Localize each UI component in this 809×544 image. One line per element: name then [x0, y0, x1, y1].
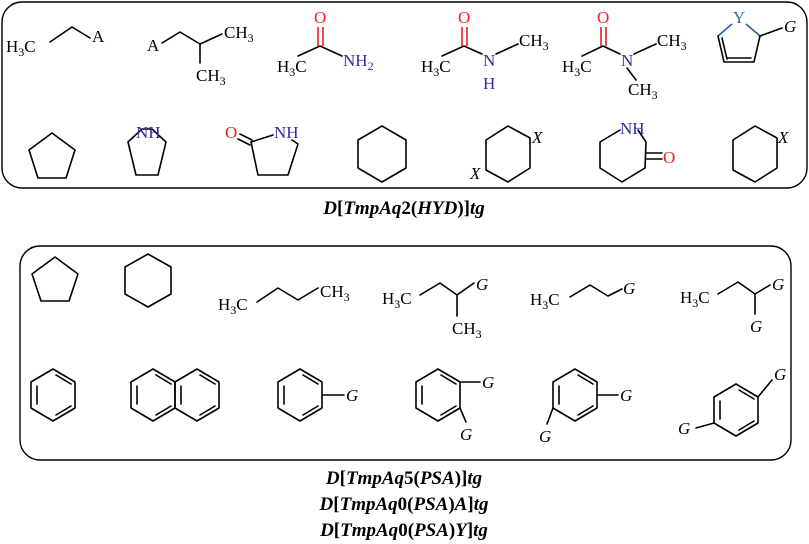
hydrogen-label: H [483, 74, 495, 93]
svg-text:CH3: CH3 [628, 80, 658, 102]
oxygen-label: O [458, 8, 470, 27]
nh-label: NH [620, 119, 645, 138]
naphthalene-ring [130, 368, 220, 422]
g-label: G [678, 419, 690, 438]
g-label: G [482, 373, 494, 392]
substituted-cyclohexane: X [732, 125, 789, 183]
g-label: G [784, 17, 796, 36]
sec-butyl-g-molecule: H3C G CH3 [382, 275, 488, 341]
cyclopentane-ring [31, 256, 79, 302]
acetamide-molecule: O H3C NH2 [277, 8, 374, 79]
svg-text:H3C: H3C [562, 57, 592, 79]
g-label: G [539, 427, 551, 446]
cyclopentane-ring [28, 132, 76, 179]
svg-text:NH2: NH2 [343, 51, 374, 73]
top-panel-frame [1, 1, 808, 189]
nitrogen-label: N [621, 51, 633, 70]
meta-disubstituted-benzene: G G [539, 368, 632, 446]
piperidinone-molecule: NH O [599, 119, 675, 183]
nitrogen-label: N [483, 51, 495, 70]
g-label: G [623, 279, 635, 298]
svg-text:CH3: CH3 [657, 31, 687, 53]
gem-dig-molecule: H3C G G [680, 275, 784, 336]
x-bottom-label: X [469, 164, 481, 183]
svg-text:CH3: CH3 [320, 282, 350, 304]
para-disubstituted-benzene: G G [678, 365, 786, 438]
cyclohexane-ring [357, 125, 407, 183]
svg-text:CH3: CH3 [224, 23, 254, 45]
a-label: A [92, 27, 105, 46]
n-methylacetamide-molecule: O H3C N H CH3 [421, 8, 549, 93]
isobutyl-a-molecule: A CH3 CH3 [147, 23, 254, 88]
g-label: G [476, 275, 488, 294]
nh-label: NH [136, 123, 161, 142]
pyrrolidinone-molecule: O NH [225, 123, 299, 176]
y-label: Y [733, 8, 745, 27]
monosubstituted-benzene: G [277, 368, 358, 422]
cyclohexane-ring [124, 253, 172, 308]
benzene-ring [30, 368, 76, 422]
g-label: G [750, 317, 762, 336]
svg-text:H3C: H3C [382, 289, 412, 311]
h3c-label: H [6, 37, 18, 56]
ortho-disubstituted-benzene: G G [415, 368, 494, 444]
oxygen-label: O [663, 148, 675, 167]
g-label: G [346, 386, 358, 405]
g-label: G [772, 275, 784, 294]
svg-text:H3C: H3C [218, 295, 248, 317]
g-label: G [620, 386, 632, 405]
top-panel-caption: D[TmpAq2(HYD)]tg [322, 198, 485, 219]
svg-text:H3C: H3C [421, 57, 451, 79]
bottom-caption-1: D[TmpAq5(PSA)]tg [325, 468, 482, 489]
svg-text:H3C: H3C [680, 288, 710, 310]
bottom-caption-2: D[TmpAq0(PSA)A]tg [319, 494, 489, 515]
propyl-g-molecule: H3C G [530, 279, 635, 312]
n-n-dimethylacetamide-molecule: O H3C N CH3 CH3 [562, 8, 687, 102]
butane-molecule: H3C CH3 [218, 282, 350, 317]
pyrrolidine-molecule: NH [127, 123, 167, 176]
a-label: A [147, 36, 160, 55]
svg-text:CH3: CH3 [452, 319, 482, 341]
propyl-a-molecule: H3C A [6, 26, 105, 59]
g-label: G [460, 425, 472, 444]
svg-text:H3C: H3C [6, 37, 36, 59]
x-label: X [777, 128, 789, 147]
g-label: G [774, 365, 786, 384]
svg-text:CH3: CH3 [519, 31, 549, 53]
bottom-panel-frame [19, 245, 792, 461]
svg-text:H3C: H3C [530, 290, 560, 312]
heteroaromatic-ring-molecule: Y G [717, 8, 796, 63]
oxygen-label: O [314, 8, 326, 27]
x-top-label: X [531, 128, 543, 147]
svg-text:H3C: H3C [277, 57, 307, 79]
bottom-caption-3: D[TmpAq0(PSA)Y]tg [319, 520, 488, 541]
oxygen-label: O [225, 123, 237, 142]
dioxane-like-ring: X X [469, 125, 543, 183]
oxygen-label: O [597, 8, 609, 27]
nh-label: NH [274, 123, 299, 142]
svg-text:CH3: CH3 [196, 66, 226, 88]
